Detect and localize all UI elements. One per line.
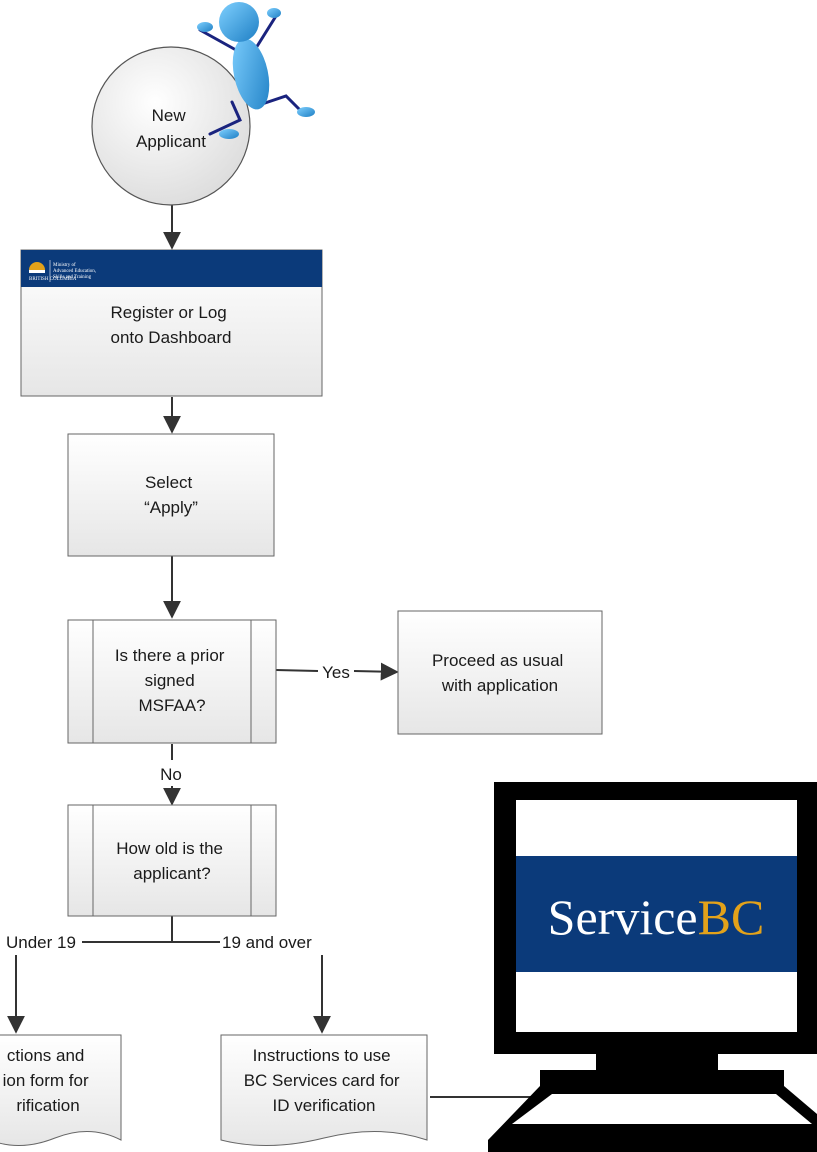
svg-text:Select “Apply”: Select “Apply” [144,473,198,517]
over19-label-line1: Instructions to use [253,1046,391,1065]
svg-text:New Applicant: New Applicant [136,106,206,151]
select-apply-node: Select “Apply” [67,433,275,557]
prior-msfaa-node: Is there a prior signed MSFAA? [67,619,277,744]
proceed-label-line1: Proceed as usual [432,651,563,670]
banner-line1: Ministry of [53,263,76,268]
prior-msfaa-box [67,619,277,744]
under19-label-line1: ctions and [7,1046,85,1065]
dashboard-node: BRITISH COLUMBIA Ministry of Advanced Ed… [20,249,323,397]
dashboard-label-line2: onto Dashboard [111,328,232,347]
start-label-line1: New [152,106,187,125]
svg-text:Is there a prior signed: Is there a prior signed MSFAA? [115,646,229,715]
age-label-line2: applicant? [133,864,211,883]
prior-label-line3: MSFAA? [138,696,205,715]
edge-label-19-and-over: 19 and over [222,933,312,952]
select-apply-box [67,433,275,557]
over19-label-line3: ID verification [273,1096,376,1115]
servicebc-word-service: Service [548,889,698,945]
servicebc-logo-text: ServiceBC [548,889,765,945]
edge-label-under19: Under 19 [6,933,76,952]
select-label-line2: “Apply” [144,498,198,517]
connectors [7,204,540,1098]
proceed-node: Proceed as usual with application [397,610,603,735]
svg-text:Ministry of Advanced Edu: Ministry of Advanced Education, Skills a… [53,263,97,280]
under19-document-node: ctions and ion form for rification [0,1034,122,1147]
prior-label-line1: Is there a prior [115,646,225,665]
age-node: How old is the applicant? [67,804,277,917]
start-node: New Applicant [91,46,251,206]
servicebc-banner [516,856,797,972]
connector-yes-to-proceed [353,662,399,681]
age-box [67,804,277,917]
svg-text:Instructions to use BC S: Instructions to use BC Services card for… [244,1046,405,1115]
over19-document-node: Instructions to use BC Services card for… [220,1034,428,1147]
over19-label-line2: BC Services card for [244,1071,400,1090]
keyboard-back [540,1070,784,1088]
under19-label-line2: ion form for [3,1071,89,1090]
svg-text:How old is the applicant: How old is the applicant? [116,839,228,883]
servicebc-word-bc: BC [698,889,765,945]
bc-logo-icon: BRITISH COLUMBIA [29,262,77,282]
age-label-line1: How old is the [116,839,223,858]
svg-text:BRITISH COLUMBIA: BRITISH COLUMBIA [29,277,77,282]
start-circle [91,46,251,206]
over19-document-shape [220,1034,428,1147]
ministry-banner [21,250,322,287]
running-person-figure [197,2,315,139]
under19-label-line3: rification [16,1096,79,1115]
start-label-line2: Applicant [136,132,206,151]
svg-text:Proceed as usual with ap: Proceed as usual with application [432,651,568,695]
keyboard-highlight [512,1094,812,1124]
banner-line2: Advanced Education, [53,269,96,274]
svg-text:ctions and ion form for: ctions and ion form for rification [3,1046,94,1115]
monitor-neck [596,1054,718,1072]
svg-text:Register or Log onto Das: Register or Log onto Dashboard [111,303,232,347]
select-label-line1: Select [145,473,193,492]
proceed-label-line2: with application [441,676,558,695]
edge-label-yes: Yes [322,663,350,682]
edge-label-no: No [160,765,182,784]
prior-label-line2: signed [145,671,195,690]
computer-illustration: ServiceBC [488,782,817,1152]
banner-line3: Skills and Training [53,275,92,280]
proceed-box [397,610,603,735]
dashboard-label-line1: Register or Log [111,303,227,322]
under19-document-shape [0,1034,122,1147]
connector-prior-to-yes [275,669,319,672]
